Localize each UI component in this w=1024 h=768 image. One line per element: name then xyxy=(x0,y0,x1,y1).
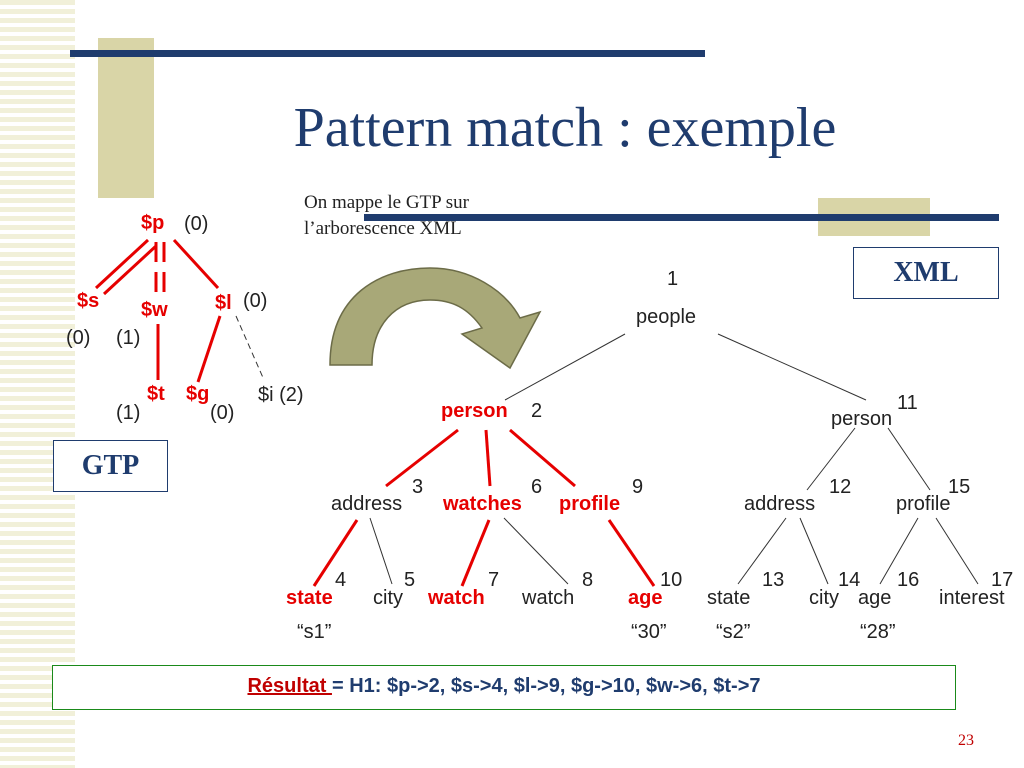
result-box: Résultat = H1: $p->2, $s->4, $l->9, $g->… xyxy=(52,665,956,710)
xml-edge-people-person1 xyxy=(504,333,626,401)
gtp-edge-p-l xyxy=(172,238,220,290)
xml-node-profile-2: profile xyxy=(896,493,951,515)
xml-num-city-1: 5 xyxy=(404,569,416,591)
result-mapping: = H1: $p->2, $s->4, $l->9, $g->10, $w->6… xyxy=(331,675,761,697)
xml-node-watch-1: watch xyxy=(428,587,485,609)
xml-edge-address-city xyxy=(369,517,393,585)
result-label: Résultat xyxy=(247,675,332,697)
xml-num-age-1: 10 xyxy=(660,569,683,591)
xml-value-28: “28” xyxy=(860,621,896,643)
xml-num-state-2: 13 xyxy=(762,569,785,591)
xml-node-address-2: address xyxy=(744,493,816,515)
gtp-node-t: $t xyxy=(147,383,165,405)
page-number: 23 xyxy=(958,732,974,749)
xml-node-people: people xyxy=(636,306,697,328)
xml-node-watches: watches xyxy=(443,493,522,515)
xml-edge-address2-city xyxy=(799,517,829,585)
xml-edge-person2-address xyxy=(806,427,856,491)
xml-match-address-state xyxy=(312,519,359,587)
gtp-node-p: $p xyxy=(141,212,165,234)
gtp-node-w: $w xyxy=(141,299,168,321)
xml-num-address-2: 12 xyxy=(829,476,852,498)
xml-num-profile-1: 9 xyxy=(632,476,644,498)
caption-line-1: On mappe le GTP sur xyxy=(304,192,469,213)
xml-node-state-2: state xyxy=(707,587,751,609)
xml-edge-watches-watch2 xyxy=(503,517,569,585)
xml-node-interest: interest xyxy=(939,587,1005,609)
xml-node-state-1: state xyxy=(286,587,333,609)
xml-value-s2: “s2” xyxy=(716,621,751,643)
decorative-stripes xyxy=(0,0,75,768)
caption: On mappe le GTP sur l’arborescence XML xyxy=(304,190,469,242)
xml-num-age-2: 16 xyxy=(897,569,920,591)
caption-line-2: l’arborescence XML xyxy=(304,218,462,239)
xml-match-watches-watch xyxy=(460,519,491,587)
gtp-node-i: $i (2) xyxy=(258,384,304,406)
gtp-ann-p: (0) xyxy=(184,213,209,235)
xml-match-person-address xyxy=(385,428,459,488)
mapping-arrow xyxy=(329,267,542,370)
xml-match-person-profile xyxy=(509,428,576,488)
xml-node-profile-1: profile xyxy=(559,493,621,515)
xml-node-age-1: age xyxy=(628,587,663,609)
xml-match-profile-age xyxy=(607,519,656,587)
xml-num-address-1: 3 xyxy=(412,476,424,498)
gtp-label-box: GTP xyxy=(53,440,168,492)
gtp-ann-w: (1) xyxy=(116,327,141,349)
xml-num-watches: 6 xyxy=(531,476,543,498)
xml-match-person-watches xyxy=(484,429,492,487)
xml-node-address-1: address xyxy=(331,493,403,515)
result-line: Résultat = H1: $p->2, $s->4, $l->9, $g->… xyxy=(53,675,955,698)
navy-bar-right xyxy=(364,214,999,221)
xml-value-30: “30” xyxy=(631,621,667,643)
gtp-ann-t: (1) xyxy=(116,402,141,424)
xml-edge-profile2-age xyxy=(879,517,919,585)
xml-num-people: 1 xyxy=(667,268,679,290)
xml-num-profile-2: 15 xyxy=(948,476,971,498)
gtp-edge-l-g xyxy=(196,315,222,383)
xml-label-box: XML xyxy=(853,247,999,299)
xml-node-watch-2: watch xyxy=(522,587,575,609)
xml-edge-profile2-interest xyxy=(935,517,979,585)
gtp-node-s: $s xyxy=(77,290,100,312)
gtp-ann-g: (0) xyxy=(210,402,235,424)
xml-edge-person2-profile xyxy=(887,427,931,491)
gtp-node-l: $l xyxy=(215,292,232,314)
xml-edge-people-person2 xyxy=(717,333,867,401)
xml-num-person-2: 11 xyxy=(897,392,918,414)
gtp-edge-p-s-a xyxy=(94,238,150,290)
xml-edge-address2-state xyxy=(737,517,787,585)
xml-node-city-2: city xyxy=(809,587,839,609)
xml-num-city-2: 14 xyxy=(838,569,861,591)
navy-bar-top xyxy=(70,50,705,57)
xml-node-person-2: person xyxy=(831,408,893,430)
gtp-ann-l: (0) xyxy=(243,290,268,312)
olive-block-left xyxy=(98,38,154,198)
xml-num-watch-1: 7 xyxy=(488,569,500,591)
xml-num-state-1: 4 xyxy=(335,569,347,591)
gtp-edge-p-s-b xyxy=(102,244,158,296)
gtp-edge-l-i xyxy=(235,315,265,381)
xml-node-age-2: age xyxy=(858,587,892,609)
gtp-node-g: $g xyxy=(186,383,210,405)
xml-node-person-1: person xyxy=(441,400,508,422)
xml-num-interest: 17 xyxy=(991,569,1014,591)
xml-node-city-1: city xyxy=(373,587,403,609)
xml-num-watch-2: 8 xyxy=(582,569,594,591)
gtp-ann-s: (0) xyxy=(66,327,91,349)
xml-num-person-1: 2 xyxy=(531,400,543,422)
xml-value-s1: “s1” xyxy=(297,621,332,643)
slide-title: Pattern match : exemple xyxy=(293,97,837,159)
